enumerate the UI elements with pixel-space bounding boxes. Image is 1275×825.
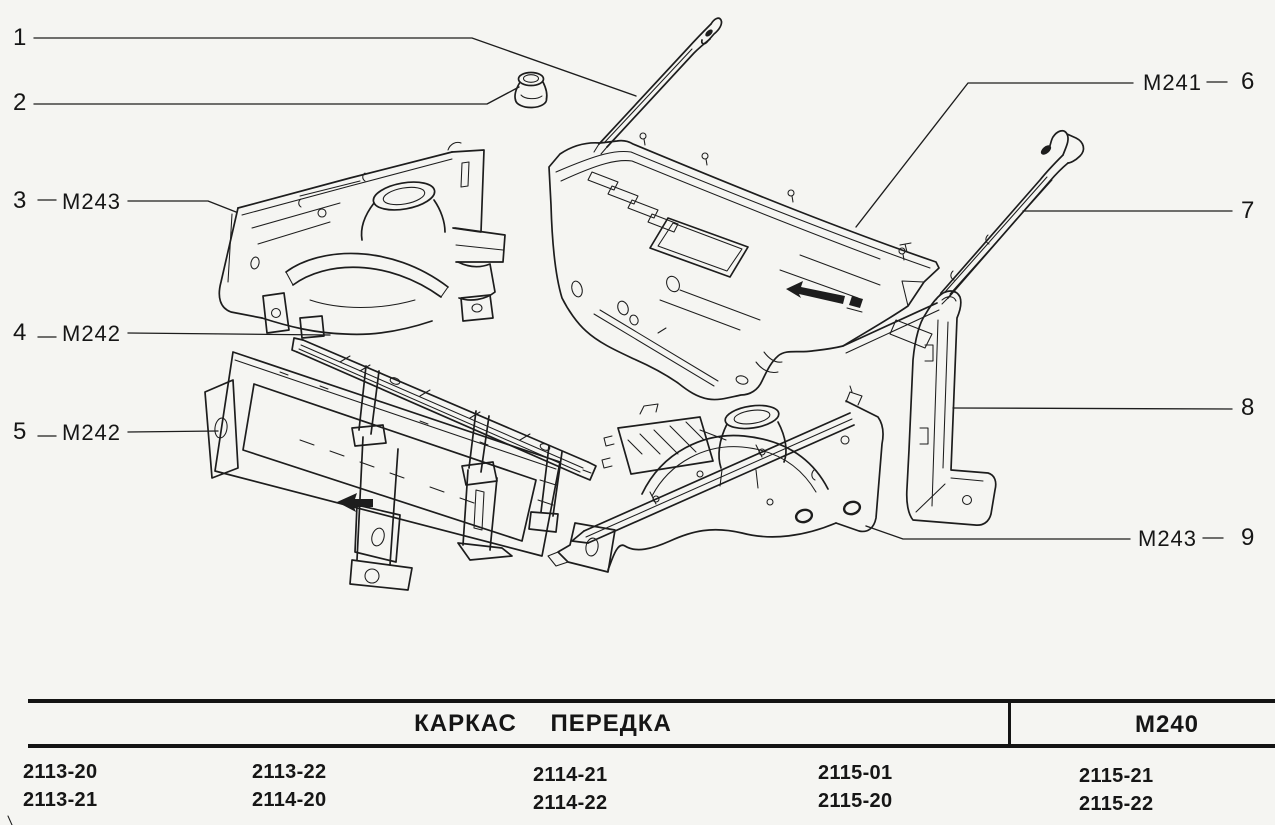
- callout-3-number: 3: [13, 187, 27, 214]
- model-code: 2115-22: [1079, 793, 1154, 815]
- model-code: 2114-22: [533, 792, 608, 814]
- callout-6-code: M241: [1143, 70, 1203, 95]
- callout-1-number: 1: [13, 24, 27, 51]
- leader-line-6: [856, 83, 1133, 227]
- part-9-drawing: [548, 386, 883, 572]
- leader-line-4: [128, 333, 330, 335]
- strut-tower-opening-right: [724, 402, 781, 431]
- part-5-drawing: [205, 352, 560, 590]
- callout-8-number: 8: [1241, 394, 1255, 421]
- callout-5-code: M242: [62, 420, 122, 445]
- hatched-plate: [618, 417, 713, 474]
- callout-9-number: 9: [1241, 524, 1255, 551]
- callout-7-number: 7: [1241, 197, 1255, 224]
- part-7-drawing: [936, 131, 1083, 304]
- model-code: 2113-20: [23, 761, 98, 783]
- leader-line-5: [128, 431, 218, 432]
- model-code: 2115-01: [818, 762, 893, 784]
- part-1-drawing: [594, 18, 722, 154]
- model-code: 2115-21: [1079, 765, 1154, 787]
- callout-9-code: M243: [1138, 526, 1198, 551]
- leader-line-3: [128, 201, 236, 212]
- leader-lines: [8, 38, 1232, 825]
- table-column-divider: [1008, 699, 1011, 748]
- direction-arrow-left-lower: [337, 493, 373, 512]
- part-3-drawing: [219, 142, 505, 338]
- part-2-drawing: [515, 73, 547, 108]
- direction-arrow-left-upper: [786, 281, 845, 304]
- leader-line-2: [34, 87, 519, 104]
- part-4-drawing: [292, 338, 596, 532]
- leader-line-1: [34, 38, 636, 96]
- model-code: 2114-21: [533, 764, 608, 786]
- page-corner-mark: [8, 816, 12, 825]
- table-rule-top: [28, 699, 1275, 703]
- model-code: 2115-20: [818, 790, 893, 812]
- leader-line-9: [866, 526, 1130, 539]
- callout-6-number: 6: [1241, 68, 1255, 95]
- part-6-drawing: [549, 133, 939, 400]
- dash-panel-opening: [650, 218, 748, 277]
- table-section-code: M240: [1134, 711, 1200, 738]
- leader-line-8: [953, 408, 1232, 409]
- strut-tower-opening-left: [371, 178, 437, 214]
- model-code: 2113-22: [252, 761, 327, 783]
- callout-5-number: 5: [13, 418, 27, 445]
- callout-4-code: M242: [62, 321, 122, 346]
- callout-2-number: 2: [13, 89, 27, 116]
- callout-3-code: M243: [62, 189, 122, 214]
- callout-4-number: 4: [13, 319, 27, 346]
- model-code: 2114-20: [252, 789, 327, 811]
- table-title: КАРКАС ПЕРЕДКА: [414, 710, 672, 737]
- table-rule-bottom: [28, 744, 1275, 748]
- model-code: 2113-21: [23, 789, 98, 811]
- part-8-drawing: [907, 291, 996, 525]
